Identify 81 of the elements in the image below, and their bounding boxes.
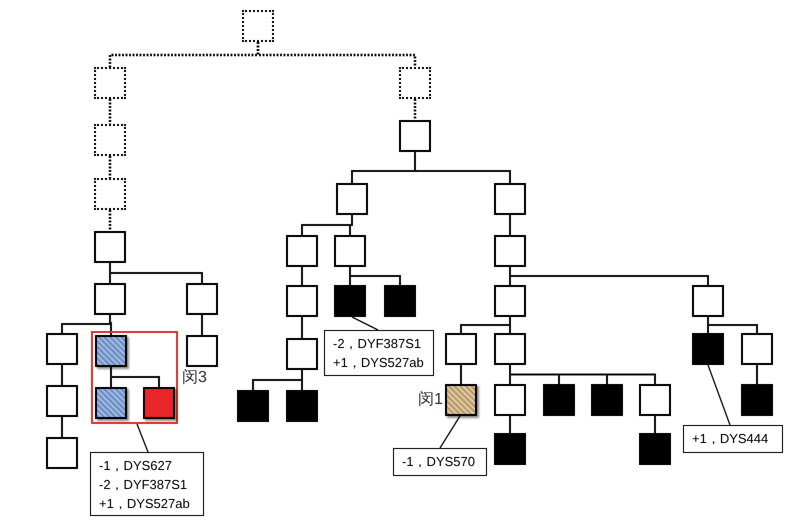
pedigree-line xyxy=(460,365,462,384)
callout-text: -2，DYF387S1 xyxy=(333,335,422,353)
filled-square xyxy=(692,333,724,365)
leader-line xyxy=(136,424,149,452)
pedigree-line xyxy=(110,367,160,387)
empty-square xyxy=(94,283,126,315)
empty-square xyxy=(94,231,126,263)
dotted-square xyxy=(242,10,274,42)
pedigree-label: 闵1 xyxy=(418,390,443,410)
filled-square xyxy=(334,285,366,317)
empty-square xyxy=(494,384,526,416)
dotted-square xyxy=(399,67,431,99)
dotted-square xyxy=(94,67,126,99)
pedigree-line xyxy=(756,365,758,384)
callout-text: -1，DYS570 xyxy=(402,453,476,471)
pedigree-line xyxy=(201,315,203,335)
empty-square xyxy=(286,235,318,267)
callout-text: +1，DYS444 xyxy=(692,430,770,448)
empty-square xyxy=(286,338,318,370)
empty-square xyxy=(741,333,773,365)
filled-square xyxy=(143,387,175,419)
pedigree-line xyxy=(509,267,709,285)
empty-square xyxy=(639,384,671,416)
filled-square xyxy=(639,433,671,465)
pedigree-line xyxy=(509,416,511,433)
empty-square xyxy=(334,235,366,267)
filled-square xyxy=(591,384,623,416)
callout-box xyxy=(324,330,434,376)
callout-box xyxy=(90,452,204,516)
empty-square xyxy=(399,120,431,152)
empty-square xyxy=(445,333,477,365)
empty-square xyxy=(494,285,526,317)
pedigree-line xyxy=(109,263,203,283)
filled-square xyxy=(543,384,575,416)
empty-square xyxy=(692,285,724,317)
callout-text: +1，DYS527ab xyxy=(99,495,191,513)
leader-line xyxy=(439,416,461,448)
empty-square xyxy=(46,437,78,469)
filled-square xyxy=(237,390,269,422)
pedigree-line xyxy=(707,317,758,333)
empty-square xyxy=(494,235,526,267)
leader-line xyxy=(707,364,731,426)
empty-square xyxy=(186,283,218,315)
pedigree-label: 闵3 xyxy=(182,368,207,388)
pedigree-line xyxy=(256,42,416,67)
callout-text: -1，DYS627 xyxy=(99,457,173,475)
pedigree-line xyxy=(108,156,112,178)
dotted-square xyxy=(94,124,126,156)
empty-square xyxy=(46,385,78,417)
callout-box xyxy=(683,425,783,453)
textured-square xyxy=(95,335,127,367)
pedigree-line xyxy=(109,315,112,335)
callout-text: +1，DYS527ab xyxy=(333,354,425,372)
pedigree-line xyxy=(414,152,511,183)
empty-square xyxy=(186,335,218,367)
pedigree-line xyxy=(414,99,416,120)
filled-square xyxy=(494,433,526,465)
empty-square xyxy=(286,285,318,317)
pedigree-line xyxy=(61,365,63,385)
pedigree-line xyxy=(108,99,112,124)
pedigree-line xyxy=(301,370,303,390)
filled-square xyxy=(741,384,773,416)
filled-square xyxy=(384,285,416,317)
textured-square xyxy=(95,387,127,419)
leader-line xyxy=(352,316,378,331)
empty-square xyxy=(494,183,526,215)
empty-square xyxy=(336,183,368,215)
empty-square xyxy=(46,333,78,365)
pedigree-line xyxy=(509,365,656,384)
pedigree-line xyxy=(349,267,401,285)
dotted-square xyxy=(94,178,126,210)
callout-text: -2，DYF387S1 xyxy=(99,476,188,494)
pedigree-line xyxy=(654,416,656,433)
pedigree-line xyxy=(301,267,303,285)
pedigree-line xyxy=(301,317,303,338)
pedigree-line xyxy=(61,417,63,437)
pedigree-line xyxy=(509,215,511,235)
empty-square xyxy=(494,333,526,365)
pedigree-line xyxy=(108,210,112,231)
filled-square xyxy=(286,390,318,422)
callout-box xyxy=(393,448,487,476)
